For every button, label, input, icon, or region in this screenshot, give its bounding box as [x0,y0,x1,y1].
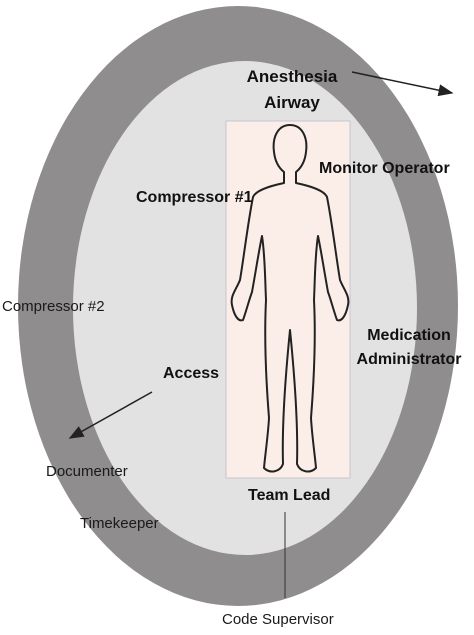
role-team-lead: Team Lead [248,487,331,504]
role-documenter: Documenter [46,463,128,480]
role-medication-administrator: Medication Administrator [349,324,469,372]
role-compressor-1: Compressor #1 [136,189,253,206]
patient-bed [225,120,351,479]
role-medication-line1: Medication [367,327,451,344]
role-compressor-2: Compressor #2 [2,298,105,315]
role-medication-line2: Administrator [356,351,462,368]
role-access: Access [163,365,220,382]
role-anesthesia-airway: Anesthesia Airway [232,64,352,116]
role-anesthesia-line2: Airway [264,93,320,112]
role-code-supervisor: Code Supervisor [222,611,334,628]
arrow-out-left [68,391,153,439]
arrow-out-right [351,71,454,97]
role-anesthesia-line1: Anesthesia [246,67,338,86]
role-timekeeper: Timekeeper [80,515,159,532]
role-monitor-operator: Monitor Operator [319,160,450,177]
patient-body-outline [230,124,350,473]
